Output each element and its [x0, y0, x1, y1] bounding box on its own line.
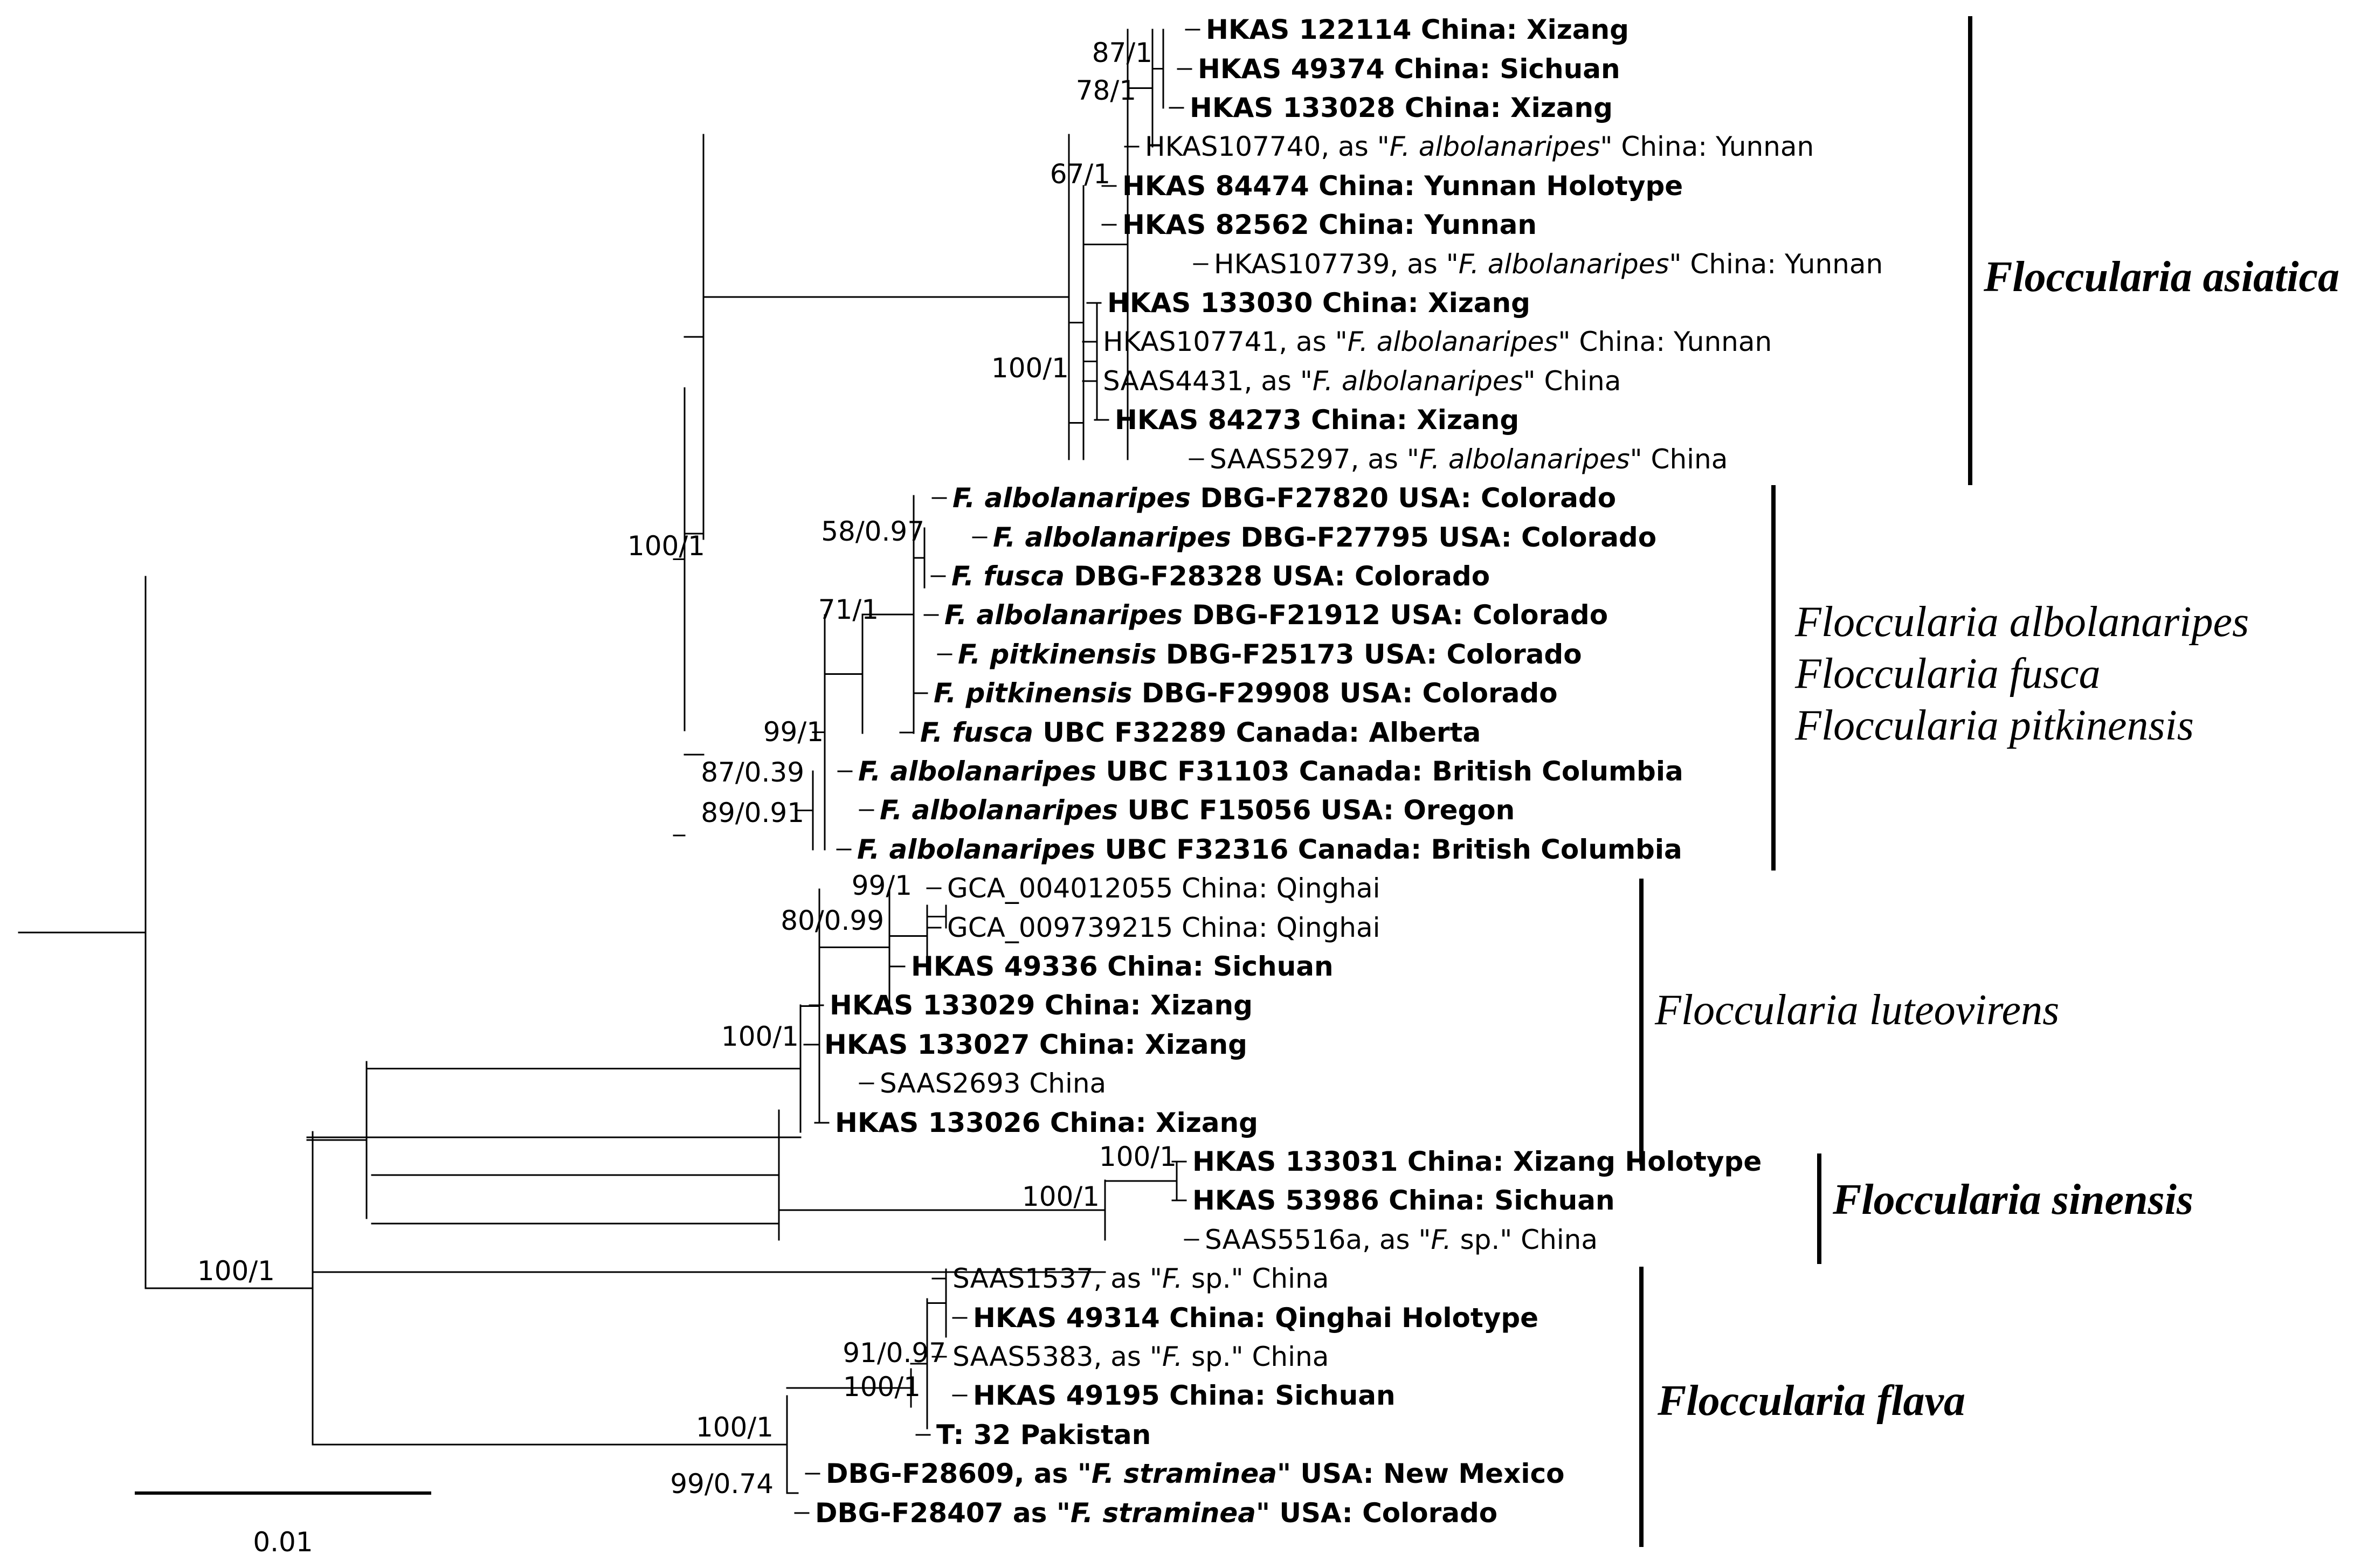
tip-label: GCA_009739215 China: Qinghai [947, 912, 1380, 943]
tip-label: F. pitkinensis DBG-F25173 USA: Colorado [958, 639, 1582, 670]
tip-label: SAAS2693 China [880, 1068, 1106, 1099]
tip-label: HKAS 53986 China: Sichuan [1192, 1185, 1615, 1216]
tip-label: SAAS1537, as "F. sp." China [952, 1263, 1329, 1294]
support-value: 100/1 [721, 1021, 799, 1052]
tip-label: HKAS 49336 China: Sichuan [911, 951, 1334, 982]
support-value: 87/1 [1092, 37, 1152, 68]
tip-label: F. albolanaripes DBG-F27820 USA: Colorad… [952, 482, 1616, 514]
support-value: 99/1 [852, 870, 912, 901]
tip-label: HKAS 84273 China: Xizang [1115, 404, 1519, 436]
clade-label: Floccularia albolanaripes [1794, 598, 2249, 646]
tip-label: HKAS 133031 China: Xizang Holotype [1192, 1146, 1762, 1177]
tip-label: HKAS 82562 China: Yunnan [1122, 209, 1537, 240]
tip-label: SAAS4431, as "F. albolanaripes" China [1103, 365, 1621, 397]
tip-label: F. fusca UBC F32289 Canada: Alberta [920, 717, 1481, 748]
tree-branches [18, 29, 1209, 1514]
tip-label: F. albolanaripes UBC F15056 USA: Oregon [880, 795, 1515, 826]
tip-label: HKAS 133029 China: Xizang [830, 990, 1253, 1021]
tip-label: F. albolanaripes DBG-F21912 USA: Colorad… [944, 599, 1608, 631]
tip-label: SAAS5297, as "F. albolanaripes" China [1210, 444, 1728, 475]
tip-label: HKAS 133027 China: Xizang [824, 1029, 1247, 1060]
tip-label: F. albolanaripes DBG-F27795 USA: Colorad… [993, 522, 1656, 553]
tip-label: HKAS 49314 China: Qinghai Holotype [973, 1302, 1538, 1334]
scale-bar: 0.01 [135, 1491, 431, 1558]
tip-label: HKAS107741, as "F. albolanaripes" China:… [1103, 326, 1772, 357]
tip-label: F. pitkinensis DBG-F29908 USA: Colorado [934, 678, 1558, 709]
clade-label: Floccularia asiatica [1983, 253, 2339, 301]
support-value: 87/0.39 [701, 757, 804, 788]
support-value: 80/0.99 [781, 905, 884, 936]
tip-label: DBG-F28609, as "F. straminea" USA: New M… [826, 1458, 1564, 1489]
tip-label: HKAS 133028 China: Xizang [1190, 92, 1613, 123]
tip-label: T: 32 Pakistan [936, 1419, 1151, 1450]
support-value: 91/0.97 [843, 1337, 946, 1369]
tip-label: HKAS 84474 China: Yunnan Holotype [1122, 170, 1683, 202]
tip-label: HKAS 49374 China: Sichuan [1198, 53, 1620, 85]
support-value: 99/0.74 [670, 1468, 774, 1500]
tip-label: HKAS 133030 China: Xizang [1107, 287, 1530, 319]
tip-label: HKAS 122114 China: Xizang [1206, 14, 1629, 45]
support-value: 100/1 [627, 530, 705, 562]
tip-label: F. albolanaripes UBC F31103 Canada: Brit… [858, 756, 1683, 787]
support-value: 67/1 [1050, 158, 1110, 190]
tip-label: DBG-F28407 as "F. straminea" USA: Colora… [815, 1497, 1497, 1529]
support-values: 87/1 78/1 67/1 100/1 100/1 58/0.97 71/1 99/1 87/… [197, 37, 1177, 1500]
support-value: 100/1 [1099, 1141, 1177, 1172]
support-value: 100/1 [1022, 1181, 1100, 1212]
tip-label: HKAS107739, as "F. albolanaripes" China:… [1214, 248, 1883, 280]
support-value: 100/1 [696, 1412, 774, 1443]
clade-label: Floccularia sinensis [1832, 1176, 2193, 1224]
tip-label: HKAS 49195 China: Sichuan [973, 1380, 1396, 1411]
support-value: 89/0.91 [701, 797, 804, 828]
support-value: 71/1 [818, 594, 879, 625]
support-value: 100/1 [991, 353, 1069, 384]
clade-label: Floccularia pitkinensis [1794, 702, 2194, 749]
support-value: 58/0.97 [821, 516, 924, 547]
clade-label: Floccularia fusca [1794, 650, 2101, 697]
support-value: 78/1 [1076, 75, 1136, 106]
tip-label: SAAS5516a, as "F. sp." China [1205, 1224, 1598, 1255]
clade-label: Floccularia flava [1657, 1377, 1965, 1425]
support-value: 100/1 [843, 1371, 921, 1403]
support-value: 100/1 [197, 1255, 275, 1287]
tip-label: F. albolanaripes UBC F32316 Canada: Brit… [857, 834, 1682, 865]
tip-label: HKAS107740, as "F. albolanaripes" China:… [1145, 131, 1814, 162]
tip-label: HKAS 133026 China: Xizang [835, 1107, 1258, 1138]
tip-label: SAAS5383, as "F. sp." China [952, 1341, 1329, 1372]
support-value: 99/1 [763, 716, 824, 748]
tip-label: GCA_004012055 China: Qinghai [947, 873, 1380, 904]
clade-label: Floccularia luteovirens [1654, 986, 2059, 1034]
tip-label: F. fusca DBG-F28328 USA: Colorado [951, 561, 1490, 592]
scale-bar-label: 0.01 [253, 1526, 313, 1558]
